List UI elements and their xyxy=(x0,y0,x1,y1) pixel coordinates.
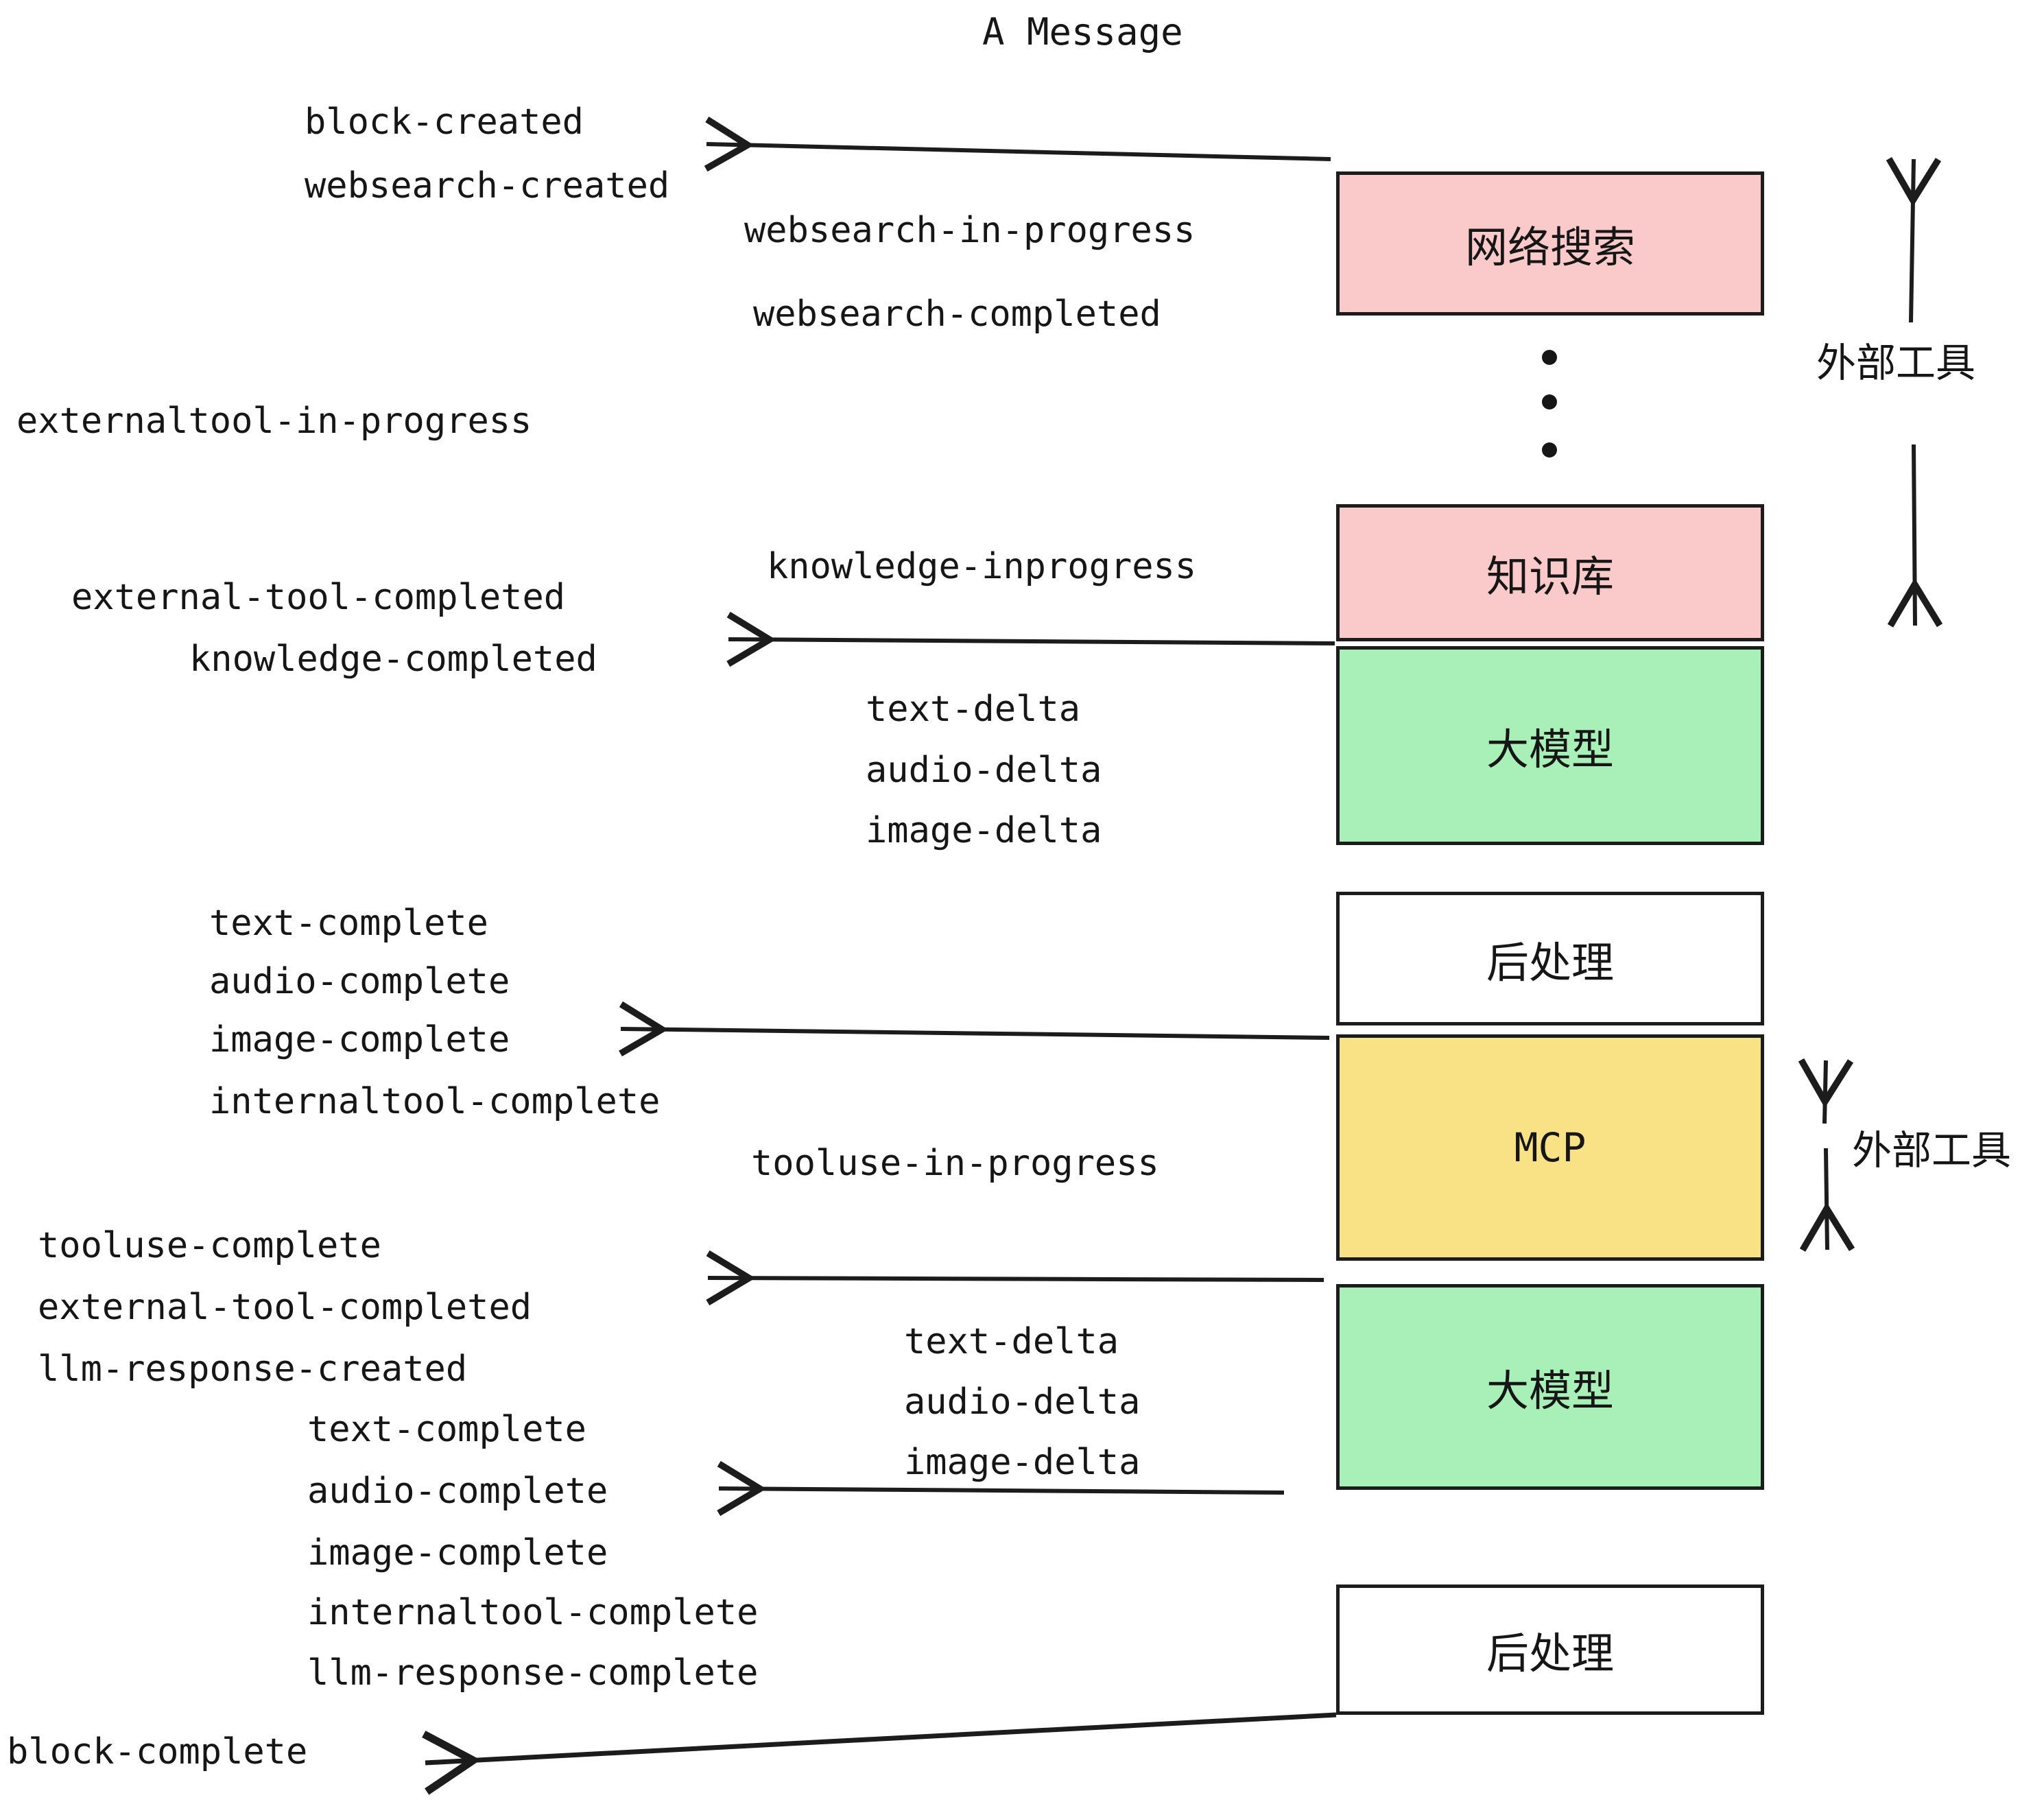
event-label: external-tool-completed xyxy=(71,577,566,618)
event-label: internaltool-complete xyxy=(307,1592,759,1633)
ellipsis-dot-icon xyxy=(1542,394,1557,410)
component-box: 知识库 xyxy=(1336,504,1764,641)
event-label: internaltool-complete xyxy=(209,1081,661,1122)
component-box: 后处理 xyxy=(1336,892,1764,1025)
event-label: image-delta xyxy=(904,1442,1141,1483)
event-label: websearch-in-progress xyxy=(744,210,1196,251)
arrow-tooluse-complete xyxy=(706,1250,1324,1306)
ellipsis-dot-icon xyxy=(1542,350,1557,365)
arrow-block-complete xyxy=(422,1712,1337,1795)
component-box: MCP xyxy=(1336,1034,1764,1261)
event-label: audio-complete xyxy=(209,961,510,1002)
component-box: 大模型 xyxy=(1336,646,1764,845)
arrow-external-tools-down-2 xyxy=(1799,1148,1855,1252)
page-title: A Message xyxy=(982,10,1183,54)
event-label: knowledge-completed xyxy=(189,639,597,680)
arrow-knowledge-completed xyxy=(726,611,1335,667)
arrow-image-complete xyxy=(619,1001,1330,1057)
event-label: audio-complete xyxy=(307,1471,608,1512)
event-label: tooluse-complete xyxy=(38,1225,381,1266)
event-label: text-complete xyxy=(209,903,488,944)
event-label: audio-delta xyxy=(904,1381,1141,1423)
event-label: block-created xyxy=(305,102,584,143)
event-label: websearch-created xyxy=(305,165,670,206)
component-box: 后处理 xyxy=(1336,1585,1764,1715)
event-label: text-delta xyxy=(904,1321,1119,1362)
arrow-external-tools-up-2 xyxy=(1798,1058,1854,1124)
component-box: 网络搜索 xyxy=(1336,171,1764,316)
event-label: image-complete xyxy=(209,1019,510,1060)
event-label: image-complete xyxy=(307,1532,608,1574)
arrow-audio-complete xyxy=(717,1460,1285,1517)
arrow-block-created xyxy=(704,116,1331,172)
external-tools-label: 外部工具 xyxy=(1852,1127,2012,1174)
event-label: audio-delta xyxy=(866,750,1102,791)
event-label: tooluse-in-progress xyxy=(751,1143,1159,1184)
event-label: websearch-completed xyxy=(753,294,1161,335)
event-label: text-complete xyxy=(307,1409,586,1450)
event-label: external-tool-completed xyxy=(38,1287,532,1328)
event-label: knowledge-inprogress xyxy=(767,546,1197,587)
event-label: llm-response-created xyxy=(38,1349,468,1390)
event-label: llm-response-complete xyxy=(307,1652,759,1694)
component-box: 大模型 xyxy=(1336,1284,1764,1490)
event-label: image-delta xyxy=(866,810,1102,851)
external-tools-label: 外部工具 xyxy=(1816,340,1976,386)
event-label: block-complete xyxy=(7,1731,308,1772)
event-label: text-delta xyxy=(866,689,1081,730)
ellipsis-dot-icon xyxy=(1542,442,1557,458)
arrow-external-tools-down xyxy=(1887,444,1943,628)
event-label: externaltool-in-progress xyxy=(16,401,532,442)
arrow-external-tools-up xyxy=(1886,156,1942,323)
